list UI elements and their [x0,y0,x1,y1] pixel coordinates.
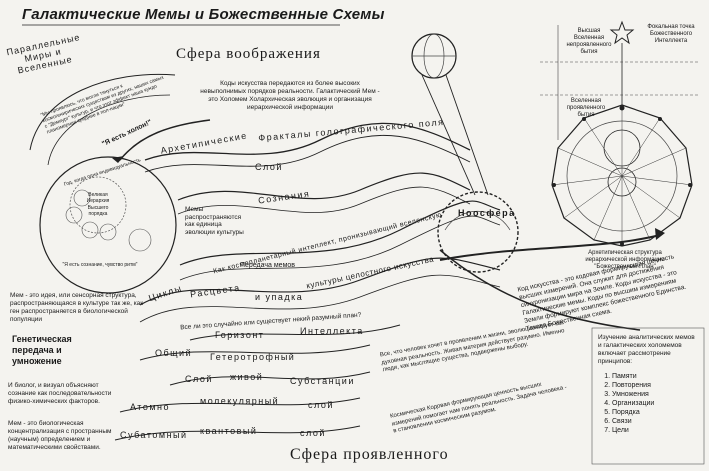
ribbon-horizon [189,324,401,341]
principle-item: Порядка [612,408,700,417]
small-circle-4 [73,189,91,207]
principle-item: Связи [612,417,700,426]
label-layer-2: Слой [185,374,213,384]
circle-text-inner-1: Великая Иерархия [86,192,110,204]
small-circle-2 [81,221,99,239]
label-molecular: молекулярный [200,396,280,406]
principles-box [591,327,705,465]
sphere-imagination-label: Сфера воображения [176,46,321,62]
archetypal-structure-text: Архетипическая структура иерархической и… [585,250,665,270]
biologist-text: И биолог, и визуал объясняют сознание ка… [8,382,112,405]
left-circle [39,156,177,294]
noosphere-inner-arc [444,210,511,231]
label-layer-3: слой [308,400,334,410]
principles-list: Памяти Повторения Умножения Организации … [598,372,700,435]
small-circle-5 [128,228,152,252]
divine-spokes [551,105,693,246]
polygon-node [688,183,692,187]
ribbon-cycles-bottom [139,274,501,323]
label-living: живой [230,372,264,382]
ribbon-consciousness-bottom [177,186,471,215]
page-title: Галактические Мемы и Божественные Схемы [22,6,385,23]
highest-universe-text: Высшая Вселенная непроявленного бытия [566,28,612,55]
principle-item: Организации [612,399,700,408]
label-common: Общий [155,348,193,358]
ribbon-intellect-bottom [179,215,501,281]
principle-item: Повторения [612,381,700,390]
arrow-right-swoop-1 [439,234,661,261]
ribbon-archetypal-bottom [144,134,471,173]
left-inner-circle [69,176,127,234]
principle-item: Памяти [612,372,700,381]
polygon-node [620,242,624,246]
principle-item: Умножения [612,390,700,399]
label-subatomic: Субатомный [120,430,188,440]
label-dissemination: Передача мемов [240,262,295,269]
label-horizon: Горизонт [215,330,265,340]
arrowhead-into-circle [112,156,124,163]
genetic-transfer-line-3: умножение [12,356,62,366]
label-upadka: и упадка [255,292,304,302]
label-atomic: Атомно [130,402,170,412]
ribbon-intellect-top [179,200,501,266]
label-heterotrophic: Гетеротрофный [210,352,296,362]
arc-parallel-worlds-inner [47,94,171,166]
label-quantum: квантовый [200,426,258,436]
sphere-manifested-label: Сфера проявленного [290,446,449,463]
meme-bio-text: Мем - это биологическая концентрализация… [8,420,112,451]
label-noosphere: Ноосфера [458,208,516,218]
polygon-node [658,117,662,121]
polygon-node [552,183,556,187]
polygon-node-top [619,105,625,111]
label-memes-spread: Мемы распространяются как единица эволюц… [185,206,244,236]
ribbon-living [169,371,371,386]
genetic-transfer-line-1: Генетическая [12,334,72,344]
ribbon-consciousness-top [177,172,471,201]
polygon-node [582,117,586,121]
genetic-transfer-heading: Генетическая передача и умножение [12,334,72,367]
globe-beam-right [445,74,489,196]
label-substances: Субстанции [290,376,355,386]
label-layer: Слой [255,162,283,172]
codes-text: Коды искусства передаются из более высок… [200,80,380,111]
circle-text-bottom: "Я есть сознание, чувство ритм" [62,262,138,268]
circle-text-inner-2: Высшего порядка [87,205,109,217]
ribbon-archetypal-top [144,122,471,161]
ribbon-common [139,344,371,361]
arc-parallel-worlds [29,73,176,151]
small-circle-1 [65,206,83,224]
manifest-universe-text: Вселенная проявленного бытия [566,98,606,118]
star-icon [609,20,635,45]
ribbon-subatomic [114,425,361,441]
globe-beam-left [421,74,476,196]
focal-point-text: Фокальная точка Божественного Интеллекта [647,24,695,44]
arrowhead-right-swoop-1 [655,228,665,240]
noosphere-circle [437,191,519,273]
label-intellect: Интеллекта [300,326,364,336]
principles-panel: Изучение аналитических мемов и галактиче… [598,334,700,435]
principles-intro: Изучение аналитических мемов и галактиче… [598,334,695,365]
ribbon-atomic [119,397,361,413]
ribbon-cycles-top [139,257,501,306]
principle-item: Цели [612,426,700,435]
arrow-right-swoop-2 [439,249,641,331]
meme-definition-text: Мем - это идея, или сенсорная структура,… [10,292,144,323]
small-circle-3 [99,223,117,241]
arrow-into-circle [119,119,211,161]
genetic-transfer-line-2: передача и [12,345,62,355]
label-layer-4: слой [300,428,326,438]
